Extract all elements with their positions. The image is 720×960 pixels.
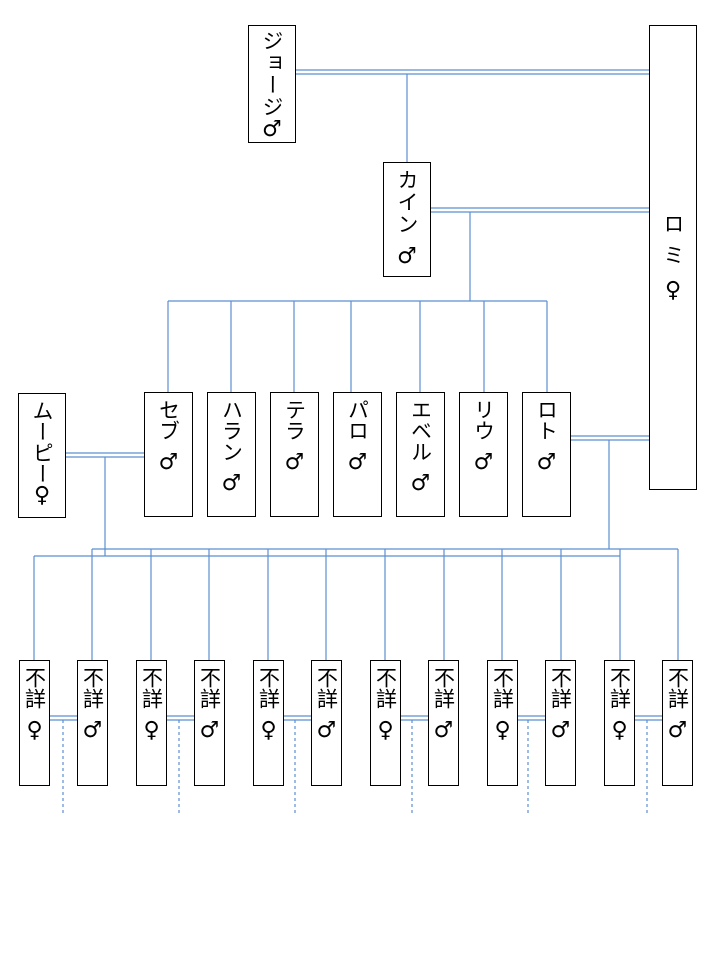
node-grandchild-1: 不詳 ♀ [19,660,50,786]
node-grandchild-10: 不詳 ♂ [545,660,576,786]
grandchild-name: 不詳 [607,667,632,709]
grandchild-name: 不詳 [314,667,339,709]
node-grandchild-12: 不詳 ♂ [662,660,693,786]
grandchild-sex: ♀ [611,718,628,743]
node-child-3: テラ ♂ [270,392,319,517]
child-sex: ♂ [284,450,305,475]
node-romi-name: ロミ [661,212,685,275]
child-name: ロト [534,399,559,441]
node-romi: ロミ ♀ [649,25,697,490]
child-name: パロ [345,399,370,441]
node-child-2: ハラン ♂ [207,392,256,517]
child-name: エベル [408,399,433,462]
node-grandchild-6: 不詳 ♂ [311,660,342,786]
node-child-7: ロト ♂ [522,392,571,517]
node-grandchild-11: 不詳 ♀ [604,660,635,786]
node-child-1: セブ ♂ [144,392,193,517]
child-sex: ♂ [410,471,431,496]
child-sex: ♂ [158,450,179,475]
child-name: セブ [156,399,181,441]
child-sex: ♂ [536,450,557,475]
grandchild-sex: ♀ [494,718,511,743]
grandchild-name: 不詳 [373,667,398,709]
node-cain: カイン ♂ [383,162,431,277]
grandchild-sex: ♂ [316,718,337,743]
grandchild-sex: ♂ [550,718,571,743]
child-sex: ♂ [221,471,242,496]
grandchild-sex: ♀ [260,718,277,743]
node-george-name: ジョージ [260,30,284,118]
node-cain-sex: ♂ [397,244,417,269]
grandchild-name: 不詳 [490,667,515,709]
node-cain-name: カイン [395,169,419,235]
child-name: ハラン [219,399,244,462]
node-mupi: ムーピー ♀ [18,393,66,518]
node-grandchild-8: 不詳 ♂ [428,660,459,786]
node-grandchild-5: 不詳 ♀ [253,660,284,786]
node-grandchild-9: 不詳 ♀ [487,660,518,786]
child-name: テラ [282,399,307,441]
node-george: ジョージ ♂ [248,25,296,143]
grandchild-sex: ♂ [82,718,103,743]
grandchild-sex: ♂ [433,718,454,743]
grandchild-sex: ♂ [667,718,688,743]
grandchild-sex: ♀ [26,718,43,743]
grandchild-name: 不詳 [80,667,105,709]
grandchild-name: 不詳 [548,667,573,709]
node-romi-sex: ♀ [664,277,682,303]
node-child-5: エベル ♂ [396,392,445,517]
grandchild-name: 不詳 [22,667,47,709]
node-mupi-name: ムーピー [30,400,54,484]
node-grandchild-7: 不詳 ♀ [370,660,401,786]
grandchild-name: 不詳 [139,667,164,709]
node-george-sex: ♂ [262,117,282,142]
child-sex: ♂ [473,450,494,475]
node-grandchild-2: 不詳 ♂ [77,660,108,786]
grandchild-sex: ♂ [199,718,220,743]
node-child-4: パロ ♂ [333,392,382,517]
grandchild-name: 不詳 [197,667,222,709]
node-grandchild-3: 不詳 ♀ [136,660,167,786]
grandchild-sex: ♀ [377,718,394,743]
grandchild-sex: ♀ [143,718,160,743]
child-sex: ♂ [347,450,368,475]
node-mupi-sex: ♀ [33,483,51,508]
child-name: リウ [471,399,496,441]
grandchild-name: 不詳 [431,667,456,709]
node-grandchild-4: 不詳 ♂ [194,660,225,786]
node-child-6: リウ ♂ [459,392,508,517]
grandchild-name: 不詳 [256,667,281,709]
grandchild-name: 不詳 [665,667,690,709]
